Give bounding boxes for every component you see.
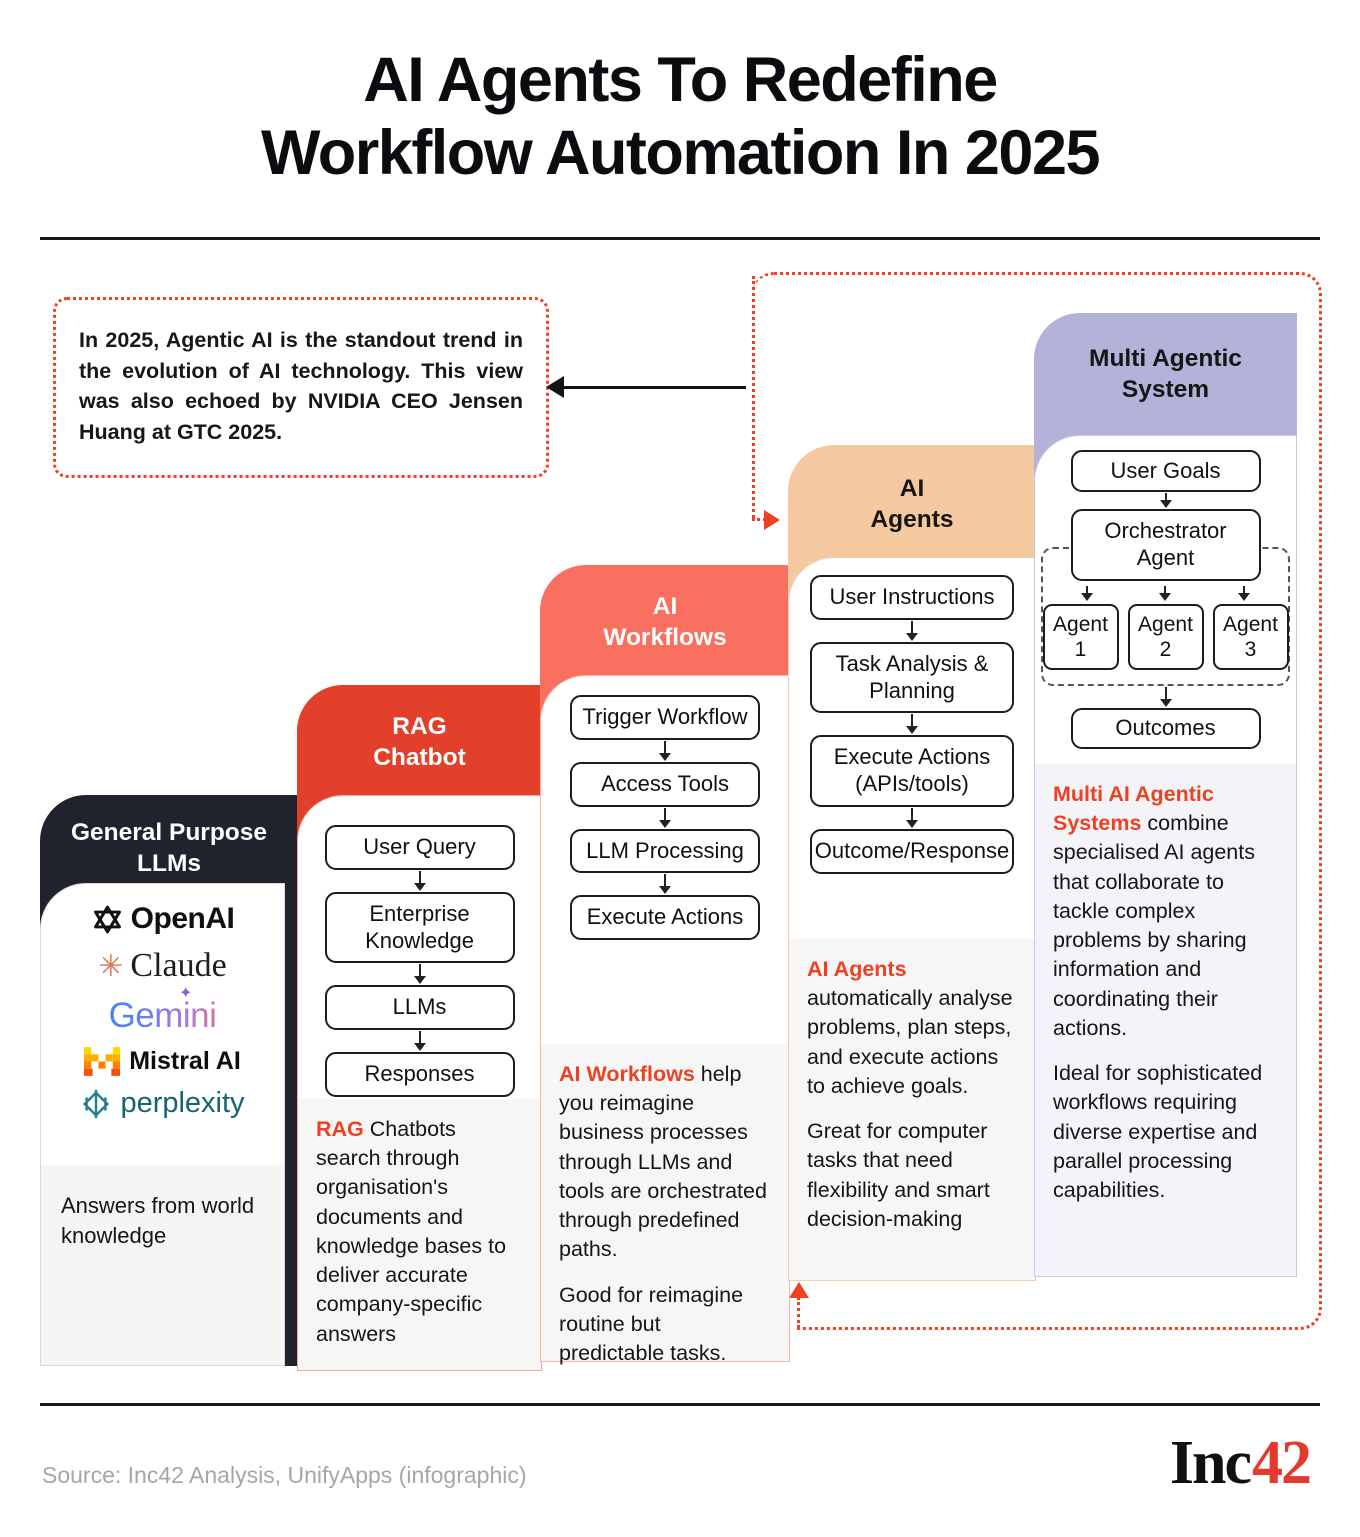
down-arrow-icon xyxy=(659,874,671,895)
mistral-wordmark: Mistral AI xyxy=(129,1047,241,1075)
multi-description: Multi AI Agentic Systems combine special… xyxy=(1035,764,1296,1276)
agent-1-box: Agent 1 xyxy=(1042,603,1119,671)
source-credit: Source: Inc42 Analysis, UnifyApps (infog… xyxy=(42,1462,527,1488)
perplexity-logo: perplexity xyxy=(80,1087,245,1120)
perplexity-wordmark: perplexity xyxy=(120,1087,245,1119)
openai-icon xyxy=(93,905,121,933)
multi-lead: Multi AI Agentic Systems xyxy=(1053,782,1214,836)
down-arrow-icon xyxy=(413,1031,426,1052)
column-panel-workflows: Trigger Workflow Access Tools LLM Proces… xyxy=(540,675,790,1365)
claude-logo: ✳ Claude xyxy=(98,947,226,985)
rag-lead: RAG xyxy=(316,1117,364,1141)
agent-2-box: Agent 2 xyxy=(1127,603,1204,671)
down-arrow-icon xyxy=(1159,687,1172,708)
bottom-divider xyxy=(40,1403,1320,1406)
gemini-wordmark: Gemini xyxy=(108,996,217,1035)
top-divider xyxy=(40,237,1320,240)
down-arrow-icon xyxy=(413,964,426,985)
gemini-logo: Gemini ✦ xyxy=(108,985,217,1036)
callout-arrow-line xyxy=(562,386,746,389)
agents-row: Agent 1 Agent 2 Agent 3 xyxy=(1042,603,1289,671)
mistral-icon xyxy=(84,1047,121,1076)
frame-arrow-right-icon xyxy=(764,510,780,530)
flow-box-user-instructions: User Instructions xyxy=(810,575,1014,620)
flow-box-outcomes: Outcomes xyxy=(1070,708,1261,749)
agents-lead: AI Agents xyxy=(807,957,907,981)
flow-box-outcome-response: Outcome/Response xyxy=(810,829,1014,874)
flow-box-responses: Responses xyxy=(324,1052,515,1098)
callout-text: In 2025, Agentic AI is the standout tren… xyxy=(79,328,523,444)
flow-box-task-analysis: Task Analysis & Planning xyxy=(810,641,1014,714)
claude-icon: ✳ xyxy=(98,949,124,983)
down-arrow-icon xyxy=(1159,493,1172,508)
flow-box-user-query: User Query xyxy=(324,825,515,870)
agentic-frame-jog xyxy=(752,518,766,521)
flow-box-execute-actions: Execute Actions xyxy=(570,895,760,941)
callout-arrow-icon xyxy=(546,376,564,398)
flow-box-user-goals: User Goals xyxy=(1070,450,1261,492)
column-panel-llms: OpenAI ✳ Claude Gemini ✦ xyxy=(40,883,285,1366)
agents-flow: User Instructions Task Analysis & Planni… xyxy=(789,558,1035,939)
callout-note: In 2025, Agentic AI is the standout tren… xyxy=(53,297,549,478)
title-line-1: AI Agents To Redefine xyxy=(363,45,998,115)
down-arrow-icon xyxy=(906,714,918,735)
flow-box-orchestrator-agent: Orchestrator Agent xyxy=(1070,509,1261,581)
multi-flow: User Goals Orchestrator Agent Agent 1 Ag… xyxy=(1035,436,1296,764)
workflows-flow: Trigger Workflow Access Tools LLM Proces… xyxy=(541,676,789,1044)
down-arrow-icon xyxy=(659,807,671,828)
mistral-logo: Mistral AI xyxy=(84,1047,241,1076)
inc42-logo: Inc42 xyxy=(1169,1429,1312,1497)
down-arrow-icon xyxy=(1237,585,1250,601)
down-arrow-icon xyxy=(1081,585,1094,601)
llm-logo-list: OpenAI ✳ Claude Gemini ✦ xyxy=(41,884,284,1165)
column-panel-multi: User Goals Orchestrator Agent Agent 1 Ag… xyxy=(1034,435,1297,1277)
agent-3-box: Agent 3 xyxy=(1212,603,1289,671)
flow-box-enterprise-knowledge: Enterprise Knowledge xyxy=(324,891,515,964)
agent-group-box: Agent 1 Agent 2 Agent 3 xyxy=(1041,546,1290,687)
llms-description: Answers from world knowledge xyxy=(41,1165,284,1365)
workflows-description: AI Workflows help you reimagine business… xyxy=(541,1044,789,1365)
column-panel-rag: User Query Enterprise Knowledge LLMs Res… xyxy=(297,795,542,1371)
openai-logo: OpenAI xyxy=(91,902,235,936)
agents-description: AI Agents automatically analyse problems… xyxy=(789,939,1035,1280)
down-arrow-icon xyxy=(906,620,918,641)
down-arrow-icon xyxy=(659,740,671,761)
title-line-2: Workflow Automation In 2025 xyxy=(260,118,1101,189)
flow-box-execute-actions-apis: Execute Actions (APIs/tools) xyxy=(810,735,1014,808)
flow-box-trigger-workflow: Trigger Workflow xyxy=(570,695,760,740)
perplexity-icon xyxy=(83,1089,110,1118)
flow-box-llms: LLMs xyxy=(324,985,515,1031)
rag-description: RAG Chatbots search through organisation… xyxy=(298,1099,541,1370)
frame-arrow-up-icon xyxy=(789,1282,809,1298)
agentic-frame-up-stem xyxy=(797,1297,800,1328)
down-arrow-icon xyxy=(1159,585,1172,601)
flow-box-access-tools: Access Tools xyxy=(570,761,760,807)
column-panel-agents: User Instructions Task Analysis & Planni… xyxy=(788,557,1036,1281)
agentic-frame-left-edge xyxy=(752,276,755,518)
claude-wordmark: Claude xyxy=(130,947,227,984)
openai-wordmark: OpenAI xyxy=(130,902,235,935)
orchestrator-fanout-arrows xyxy=(1048,585,1283,602)
down-arrow-icon xyxy=(906,808,918,829)
gemini-sparkle-icon: ✦ xyxy=(179,985,193,1002)
workflows-lead: AI Workflows xyxy=(559,1062,695,1086)
flow-box-llm-processing: LLM Processing xyxy=(570,828,760,874)
down-arrow-icon xyxy=(413,870,426,891)
rag-flow: User Query Enterprise Knowledge LLMs Res… xyxy=(298,796,541,1099)
agentic-highlight-frame xyxy=(752,272,1322,1330)
